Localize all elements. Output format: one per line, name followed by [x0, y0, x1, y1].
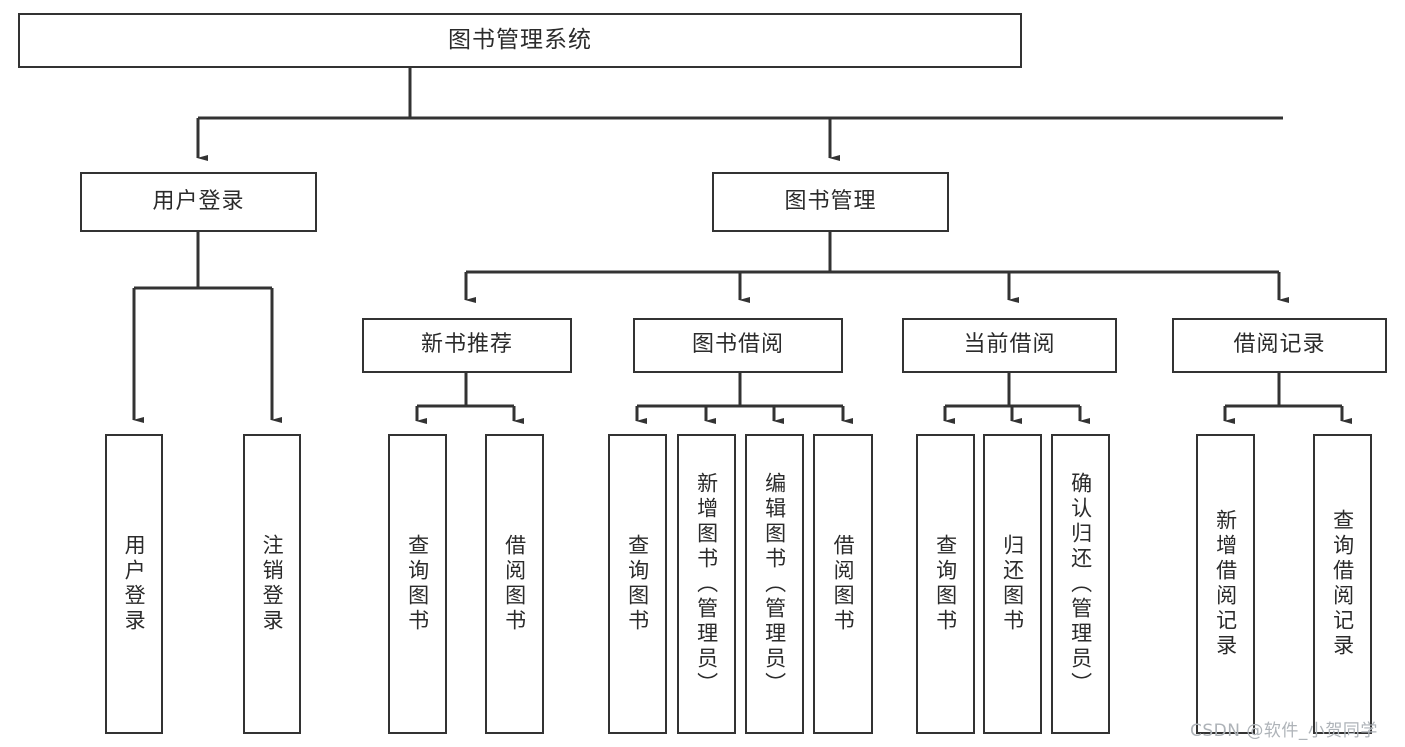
node-leaf-add-record[interactable]: 新增借阅记录 — [1196, 434, 1255, 734]
node-leaf-confirm-return[interactable]: 确认归还（管理员） — [1051, 434, 1110, 734]
csdn-watermark: CSDN @软件_小贺同学 — [1190, 721, 1378, 741]
node-leaf-query-record-label: 查询借阅记录 — [1330, 509, 1355, 659]
node-book-borrow[interactable]: 图书借阅 — [633, 318, 843, 373]
node-user-login-label: 用户登录 — [152, 188, 245, 214]
node-new-book-recommend-label: 新书推荐 — [420, 332, 513, 358]
node-root-label: 图书管理系统 — [448, 26, 592, 53]
node-leaf-query-book-2[interactable]: 查询图书 — [608, 434, 667, 734]
node-user-login[interactable]: 用户登录 — [80, 172, 317, 232]
node-leaf-add-record-label: 新增借阅记录 — [1213, 509, 1238, 659]
node-leaf-query-book-2-label: 查询图书 — [625, 534, 650, 634]
node-leaf-add-book-label: 新增图书（管理员） — [694, 471, 719, 697]
node-leaf-query-book-3-label: 查询图书 — [933, 534, 958, 634]
node-leaf-return-book-label: 归还图书 — [1000, 534, 1025, 634]
node-book-manage[interactable]: 图书管理 — [712, 172, 949, 232]
node-current-borrow-label: 当前借阅 — [963, 332, 1056, 358]
node-leaf-logout[interactable]: 注销登录 — [243, 434, 301, 734]
node-leaf-confirm-return-label: 确认归还（管理员） — [1068, 471, 1093, 697]
node-borrow-record-label: 借阅记录 — [1233, 332, 1326, 358]
node-leaf-borrow-book-1-label: 借阅图书 — [502, 534, 527, 634]
node-book-borrow-label: 图书借阅 — [691, 332, 784, 358]
node-leaf-user-login[interactable]: 用户登录 — [105, 434, 163, 734]
node-leaf-user-login-label: 用户登录 — [122, 534, 147, 634]
node-leaf-logout-label: 注销登录 — [260, 534, 285, 634]
node-new-book-recommend[interactable]: 新书推荐 — [362, 318, 572, 373]
node-current-borrow[interactable]: 当前借阅 — [902, 318, 1117, 373]
node-leaf-return-book[interactable]: 归还图书 — [983, 434, 1042, 734]
node-leaf-query-record[interactable]: 查询借阅记录 — [1313, 434, 1372, 734]
node-leaf-borrow-book-2[interactable]: 借阅图书 — [813, 434, 873, 734]
node-leaf-query-book-3[interactable]: 查询图书 — [916, 434, 975, 734]
node-leaf-query-book-1[interactable]: 查询图书 — [388, 434, 447, 734]
node-borrow-record[interactable]: 借阅记录 — [1172, 318, 1387, 373]
node-root[interactable]: 图书管理系统 — [18, 13, 1022, 68]
node-leaf-add-book[interactable]: 新增图书（管理员） — [677, 434, 736, 734]
node-leaf-edit-book[interactable]: 编辑图书（管理员） — [745, 434, 804, 734]
node-leaf-borrow-book-2-label: 借阅图书 — [831, 534, 856, 634]
node-leaf-edit-book-label: 编辑图书（管理员） — [762, 471, 787, 697]
node-book-manage-label: 图书管理 — [784, 188, 877, 214]
node-leaf-borrow-book-1[interactable]: 借阅图书 — [485, 434, 544, 734]
node-leaf-query-book-1-label: 查询图书 — [405, 534, 430, 634]
